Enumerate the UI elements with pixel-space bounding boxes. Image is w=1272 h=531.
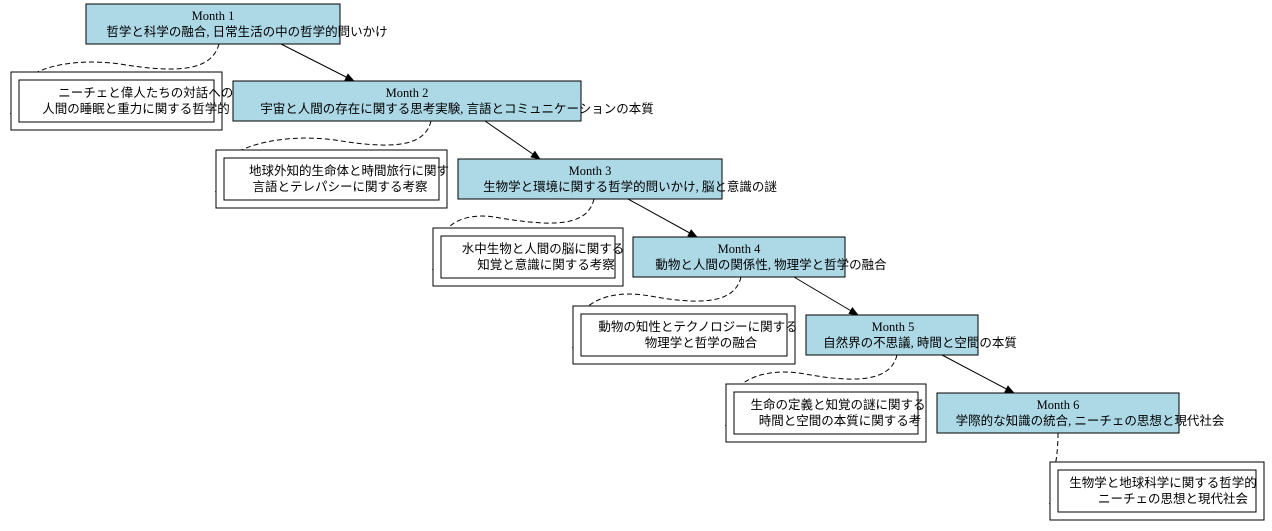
detail-box-month-5: 生命の定義と知覚の謎に関する 時間と空間の本質に関する考	[725, 383, 927, 443]
detail-box-inner-frame	[223, 157, 440, 201]
detail-line-1: ニーチェと偉人たちの対話への移	[58, 85, 246, 100]
month-node-2: Month 2 宇宙と人間の存在に関する思考実験, 言語とコミュニケーションの本…	[232, 80, 654, 122]
month-arrows	[280, 43, 1015, 394]
detail-box-inner-frame	[580, 313, 788, 357]
arrow-month-5-to-6	[941, 354, 1015, 394]
detail-box-inner-frame	[1057, 469, 1257, 513]
arrow-month-1-to-2	[280, 43, 355, 82]
month-node-box	[85, 3, 341, 45]
detail-box-inner-frame	[440, 235, 616, 279]
detail-line-1: 動物の知性とテクノロジーに関する	[598, 320, 797, 334]
detail-line-1: 水中生物と人間の脳に関する	[462, 241, 625, 256]
detail-line-2: 物理学と哲学の融合	[645, 335, 758, 350]
detail-box-month-6: 生物学と地球科学に関する哲学的 ニーチェの思想と現代社会	[1049, 461, 1265, 521]
month-node-box	[457, 158, 723, 200]
detail-box-month-1: ニーチェと偉人たちの対話への移 人間の睡眠と重力に関する哲学的	[10, 71, 246, 131]
month-topics: 動物と人間の関係性, 物理学と哲学の融合	[655, 257, 887, 272]
detail-box-month-4: 動物の知性とテクノロジーに関する 物理学と哲学の融合	[572, 305, 798, 365]
detail-line-1: 生物学と地球科学に関する哲学的	[1069, 475, 1257, 490]
detail-line-1: 生命の定義と知覚の謎に関する	[750, 397, 925, 412]
month-node-box	[805, 314, 979, 356]
detail-line-1: 地球外知的生命体と時間旅行に関す	[249, 163, 449, 178]
month-topics: 宇宙と人間の存在に関する思考実験, 言語とコミュニケーションの本質	[260, 101, 654, 116]
detail-line-2: 人間の睡眠と重力に関する哲学的	[42, 101, 230, 116]
detail-line-2: ニーチェの思想と現代社会	[1098, 491, 1249, 506]
detail-box-inner-frame	[18, 79, 215, 123]
month-topics: 生物学と環境に関する哲学的問いかけ, 脳と意識の謎	[483, 179, 777, 194]
detail-box-inner-frame	[733, 391, 919, 435]
detail-line-2: 時間と空間の本質に関する考	[759, 413, 922, 428]
arrow-month-4-to-5	[793, 276, 859, 316]
month-node-box	[632, 236, 846, 278]
month-node-box	[232, 80, 582, 122]
month-node-6: Month 6 学際的な知識の統合, ニーチェの思想と現代社会	[936, 392, 1225, 434]
month-topics: 哲学と科学の融合, 日常生活の中の哲学的問いかけ	[106, 24, 387, 39]
detail-line-2: 知覚と意識に関する考察	[477, 257, 615, 272]
month-node-box	[936, 392, 1180, 434]
month-node-4: Month 4 動物と人間の関係性, 物理学と哲学の融合	[632, 236, 887, 278]
month-title: Month 2	[386, 86, 429, 100]
arrow-month-3-to-4	[627, 198, 698, 238]
month-title: Month 4	[718, 242, 761, 256]
month-node-1: Month 1 哲学と科学の融合, 日常生活の中の哲学的問いかけ	[85, 3, 388, 45]
month-title: Month 3	[569, 164, 612, 178]
detail-box-month-3: 水中生物と人間の脳に関する 知覚と意識に関する考察	[432, 227, 625, 287]
month-topics: 学際的な知識の統合, ニーチェの思想と現代社会	[956, 413, 1225, 428]
detail-line-2: 言語とテレパシーに関する考察	[252, 179, 428, 194]
month-node-3: Month 3 生物学と環境に関する哲学的問いかけ, 脳と意識の謎	[457, 158, 777, 200]
month-title: Month 1	[192, 9, 235, 23]
detail-box-month-2: 地球外知的生命体と時間旅行に関す 言語とテレパシーに関する考察	[215, 149, 449, 209]
month-title: Month 5	[872, 320, 915, 334]
month-title: Month 6	[1037, 398, 1080, 412]
month-node-5: Month 5 自然界の不思議, 時間と空間の本質	[805, 314, 1017, 356]
month-topics: 自然界の不思議, 時間と空間の本質	[823, 335, 1017, 350]
arrow-month-2-to-3	[484, 120, 541, 160]
